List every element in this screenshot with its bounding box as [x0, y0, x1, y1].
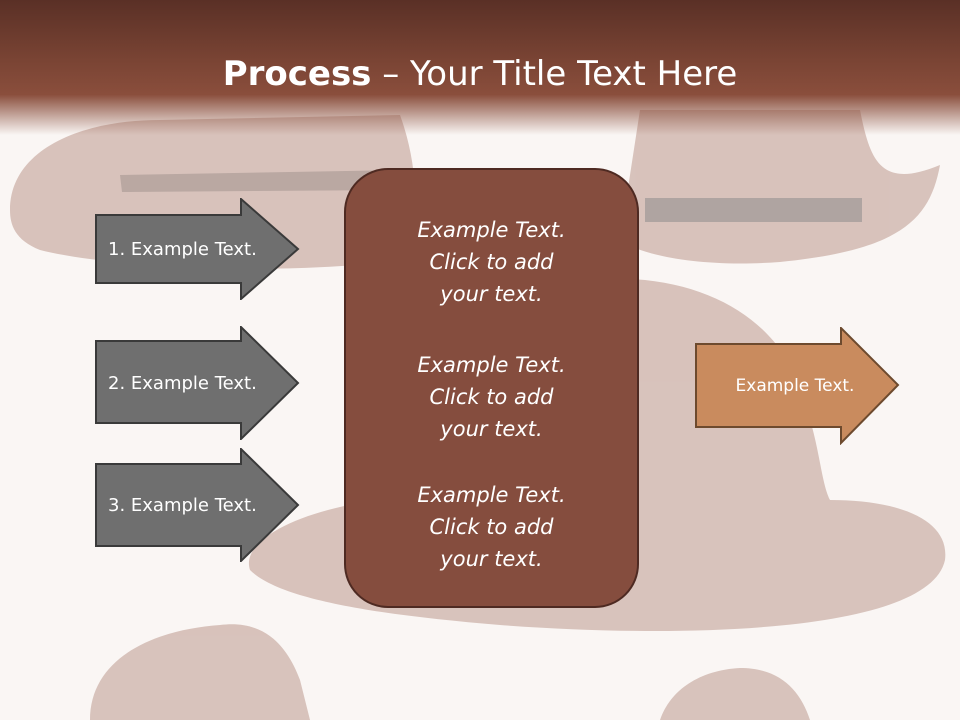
arrow-right-icon: [95, 326, 300, 440]
center-text-2[interactable]: Example Text. Click to add your text.: [417, 353, 566, 441]
step-arrow-1[interactable]: 1. Example Text.: [95, 198, 300, 300]
arrow-right-icon: [95, 198, 300, 300]
slide-title[interactable]: Process – Your Title Text Here: [0, 52, 960, 96]
step-arrow-label: 3. Example Text.: [108, 494, 257, 516]
step-arrow-3[interactable]: 3. Example Text.: [95, 448, 300, 562]
step-arrow-label: 2. Example Text.: [108, 372, 257, 394]
output-arrow[interactable]: Example Text.: [695, 327, 900, 445]
title-bar: [0, 0, 960, 135]
center-text-3[interactable]: Example Text. Click to add your text.: [417, 483, 566, 571]
output-arrow-label: Example Text.: [735, 376, 855, 396]
center-content-box[interactable]: Example Text. Click to add your text. Ex…: [344, 168, 639, 608]
step-arrow-label: 1. Example Text.: [108, 238, 257, 260]
slide-title-bold: Process: [222, 54, 372, 94]
step-arrow-2[interactable]: 2. Example Text.: [95, 326, 300, 440]
center-text-1[interactable]: Example Text. Click to add your text.: [417, 218, 566, 306]
slide-title-rest: – Your Title Text Here: [371, 54, 738, 94]
arrow-right-icon: [95, 448, 300, 562]
arrow-right-icon: [695, 327, 900, 445]
